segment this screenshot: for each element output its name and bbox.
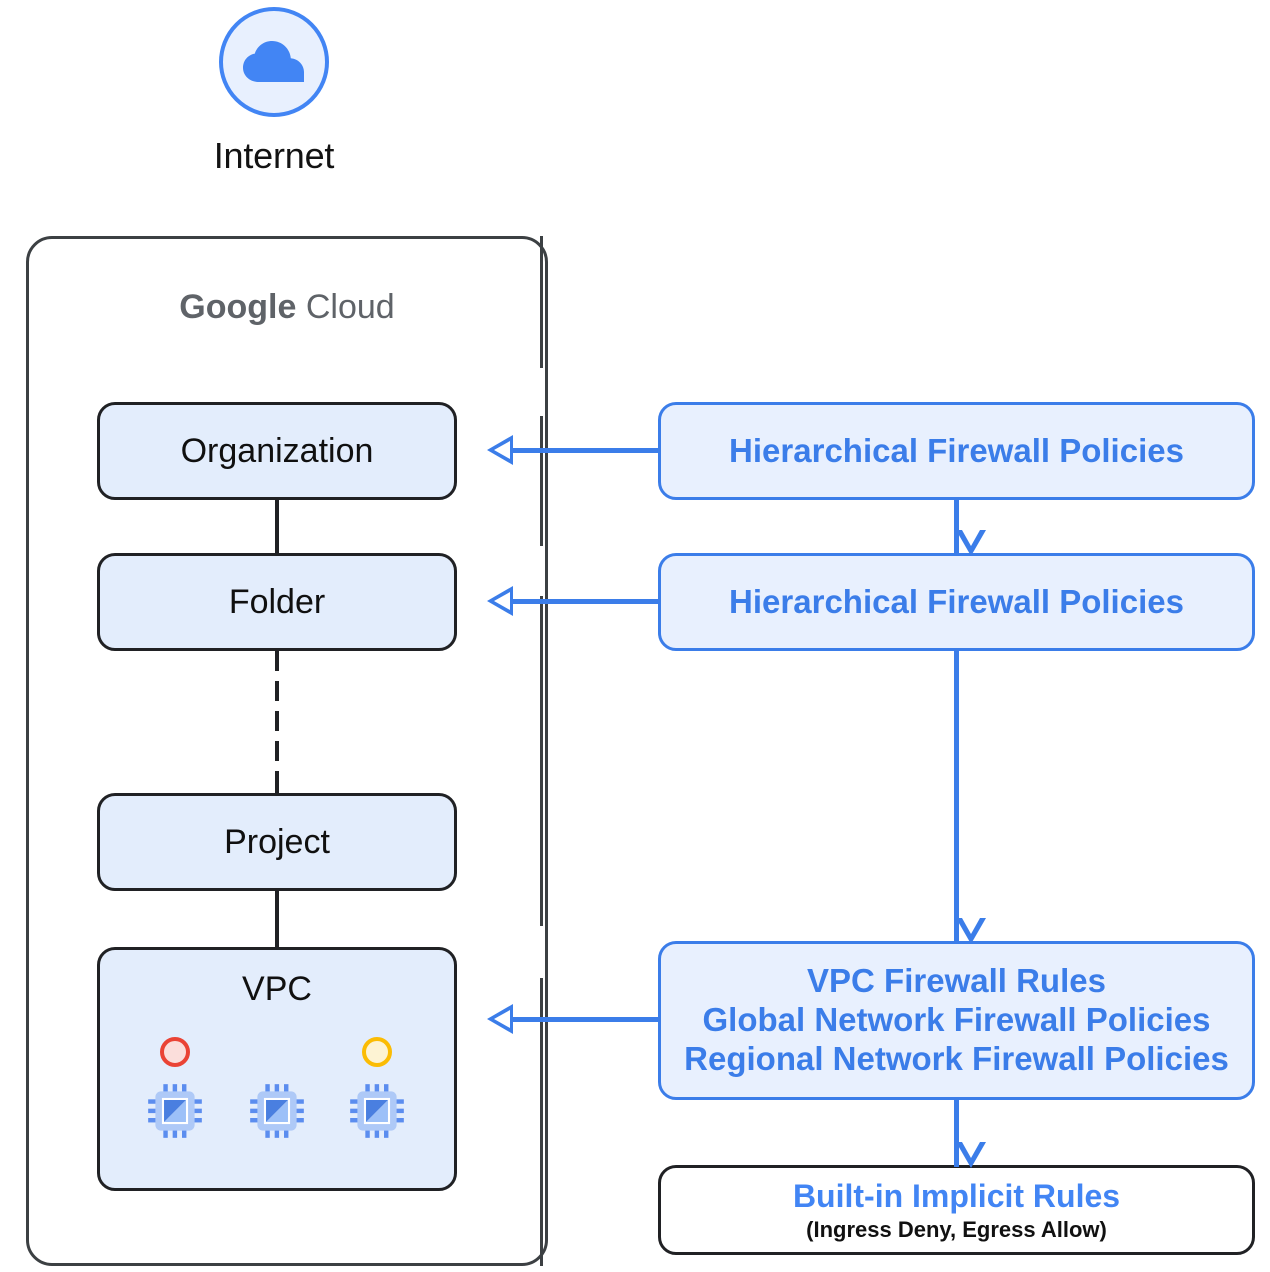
- google-cloud-dashed-border: [540, 236, 543, 1266]
- warning-indicator-icon: [362, 1037, 392, 1067]
- arrow-org-policy-to-folder-policy: [954, 500, 959, 555]
- policy-line-global-network-policies: Global Network Firewall Policies: [702, 1001, 1211, 1039]
- cloud-icon: [243, 41, 304, 82]
- connector-org-folder: [275, 500, 279, 553]
- policy-box-vpc-firewall[interactable]: VPC Firewall Rules Global Network Firewa…: [658, 941, 1255, 1100]
- arrow-policy-to-vpc: [510, 1017, 660, 1022]
- arrow-policy-to-folder-head-icon: [487, 586, 513, 616]
- policy-line-regional-network-policies: Regional Network Firewall Policies: [684, 1039, 1229, 1077]
- policy-box-hierarchical-folder-label: Hierarchical Firewall Policies: [729, 582, 1184, 620]
- node-organization[interactable]: Organization: [97, 402, 457, 500]
- arrow-policy-to-vpc-head-icon: [487, 1004, 513, 1034]
- vm-instance-2-chip-icon: [249, 1083, 305, 1139]
- arrow-policy-to-organization-head-icon: [487, 435, 513, 465]
- blocked-indicator-icon: [160, 1037, 190, 1067]
- arrow-org-policy-to-folder-policy-head-icon: [956, 530, 986, 556]
- internet-node: [219, 7, 329, 117]
- implicit-rules-title: Built-in Implicit Rules: [792, 1178, 1121, 1215]
- brand-cloud: Cloud: [305, 288, 395, 326]
- arrow-vpc-policy-to-implicit-rules: [954, 1100, 959, 1167]
- internet-label: Internet: [213, 135, 335, 176]
- implicit-rules-box[interactable]: Built-in Implicit Rules (Ingress Deny, E…: [658, 1165, 1255, 1255]
- connector-folder-project: [275, 651, 279, 793]
- arrow-policy-to-organization: [510, 448, 660, 453]
- arrow-vpc-policy-to-implicit-rules-head-icon: [956, 1142, 986, 1168]
- node-project-label: Project: [224, 822, 330, 861]
- arrow-folder-policy-to-vpc-policy-head-icon: [956, 918, 986, 944]
- node-folder-label: Folder: [228, 582, 326, 621]
- implicit-rules-subtitle: (Ingress Deny, Egress Allow): [806, 1216, 1107, 1242]
- policy-box-hierarchical-org-label: Hierarchical Firewall Policies: [729, 431, 1184, 469]
- google-cloud-brand: Google Cloud: [26, 288, 548, 327]
- vm-instance-3-chip-icon: [349, 1083, 405, 1139]
- policy-line-vpc-firewall-rules: VPC Firewall Rules: [807, 962, 1106, 1000]
- node-vpc-label: VPC: [242, 970, 312, 1008]
- policy-box-hierarchical-org[interactable]: Hierarchical Firewall Policies: [658, 402, 1255, 500]
- brand-google: Google: [179, 288, 297, 326]
- arrow-policy-to-folder: [510, 599, 660, 604]
- node-folder[interactable]: Folder: [97, 553, 457, 651]
- node-vpc[interactable]: VPC: [97, 947, 457, 1191]
- vm-instance-1-chip-icon: [147, 1083, 203, 1139]
- node-organization-label: Organization: [180, 431, 374, 470]
- node-project[interactable]: Project: [97, 793, 457, 891]
- arrow-folder-policy-to-vpc-policy: [954, 651, 959, 943]
- connector-project-vpc: [275, 891, 279, 947]
- policy-box-hierarchical-folder[interactable]: Hierarchical Firewall Policies: [658, 553, 1255, 651]
- google-cloud-container: [26, 236, 548, 1266]
